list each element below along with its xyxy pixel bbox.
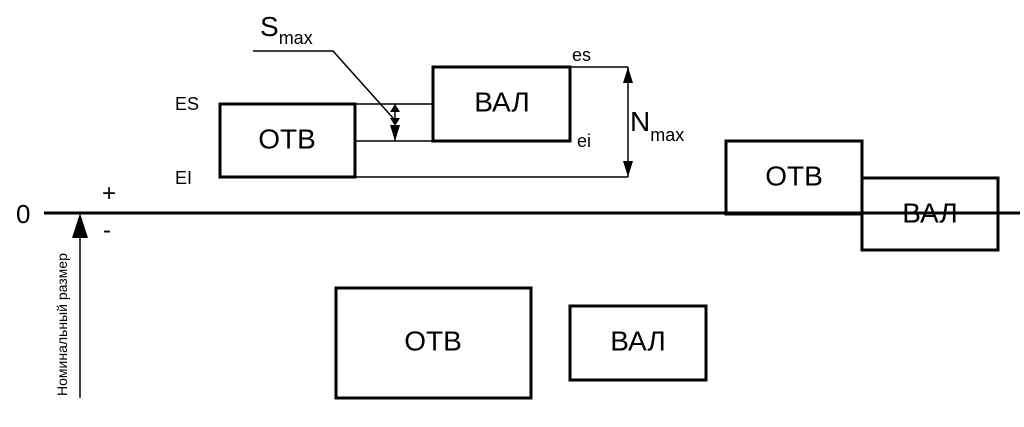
zero-label: 0	[16, 199, 30, 229]
arrow-up-icon	[72, 213, 88, 238]
shaft-field-3	[568, 304, 708, 382]
arrow-up-icon	[623, 67, 633, 83]
hole-label-2: ОТВ	[765, 160, 823, 191]
hole-label-1: ОТВ	[258, 123, 316, 154]
arrow-down-icon	[390, 118, 400, 126]
minus-label: -	[103, 217, 111, 244]
arrow-up-icon	[390, 104, 400, 112]
smax-label: Smax	[260, 11, 313, 48]
shaft-label-1: ВАЛ	[474, 86, 529, 117]
hole-label-3: ОТВ	[404, 325, 462, 356]
nominal-size-label: Номинальный размер	[54, 253, 70, 396]
plus-label: +	[102, 180, 116, 207]
shaft-label-2: ВАЛ	[902, 197, 957, 228]
ES-label: ES	[175, 94, 199, 114]
es-label: es	[572, 45, 591, 65]
hole-field-3	[334, 286, 533, 400]
shaft-field-2	[860, 176, 1000, 252]
shaft-label-3: ВАЛ	[610, 325, 665, 356]
ei-label: ei	[577, 131, 591, 151]
smax-leader-line	[253, 50, 394, 119]
arrow-down-icon	[390, 125, 400, 141]
nmax-label: Nmax	[630, 106, 684, 145]
arrow-down-icon	[623, 161, 633, 177]
EI-label: EI	[175, 168, 192, 188]
